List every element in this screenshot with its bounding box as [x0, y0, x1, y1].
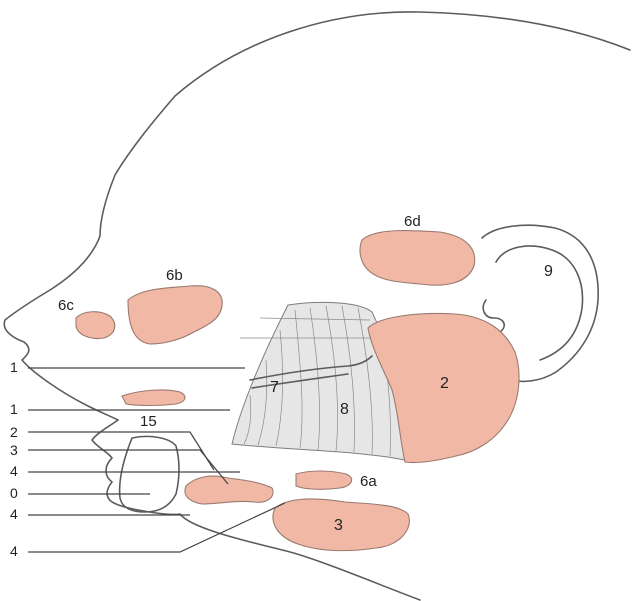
- jaw-outline: [120, 436, 179, 512]
- gland-6b: [128, 286, 222, 344]
- gland-6a: [296, 471, 352, 489]
- label-parotid-2: 2: [440, 375, 449, 392]
- gland-6c: [76, 312, 115, 339]
- label-15: 15: [140, 413, 157, 430]
- label-6b: 6b: [166, 267, 183, 284]
- gland-accessory-parotid: [122, 390, 185, 406]
- label-submandibular-3: 3: [334, 517, 343, 534]
- gland-6d: [360, 230, 475, 285]
- label-accessory-7: 7: [270, 379, 279, 396]
- label-ear-9: 9: [544, 263, 553, 280]
- side-label-4b: 4: [10, 506, 18, 522]
- side-label-4c: 4: [10, 543, 18, 559]
- label-6d: 6d: [404, 213, 421, 230]
- side-label-3: 3: [10, 442, 18, 458]
- side-label-1a: 1: [10, 359, 18, 375]
- side-label-4a: 4: [10, 463, 18, 479]
- side-label-column: 1 1 2 3 4 0 4 4: [10, 359, 18, 559]
- side-label-1b: 1: [10, 401, 18, 417]
- label-6c: 6c: [58, 297, 74, 314]
- gland-sublingual: [185, 476, 273, 504]
- side-label-0: 0: [10, 485, 18, 501]
- label-masseter-8: 8: [340, 401, 349, 418]
- label-6a: 6a: [360, 473, 377, 490]
- side-label-2: 2: [10, 424, 18, 440]
